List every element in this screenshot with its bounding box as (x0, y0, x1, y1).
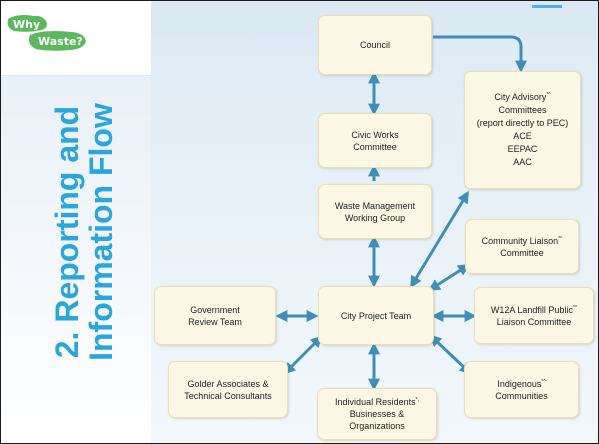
node-community-line2: Committee (500, 247, 544, 258)
node-golder-line2: Technical Consultants (184, 390, 272, 401)
node-community-footnote: *^ (558, 235, 563, 242)
node-waste-management-working-group: Waste Management Working Group (318, 184, 432, 239)
node-advisory-line3: (report directly to PEC) (476, 118, 569, 128)
accent-bar (532, 5, 562, 8)
node-government-review-team: Government Review Team (154, 286, 276, 345)
node-civic-works-line1: Civic Works (351, 129, 399, 140)
node-indigenous-communities: Indigenous*^ Communities (464, 361, 579, 418)
node-indigenous-footnote: *^ (541, 378, 546, 385)
edge-council-advisory (433, 35, 527, 73)
node-city-project-label: City Project Team (340, 310, 412, 321)
node-gov-review-line1: Government (190, 304, 240, 315)
node-advisory-aac: AAC (513, 157, 532, 167)
node-waste-mgmt-line2: Working Group (344, 212, 406, 223)
node-waste-mgmt-line1: Waste Management (334, 200, 416, 211)
node-individual-line1: Individual Residents*, (335, 397, 419, 407)
node-city-project-team: City Project Team (318, 286, 434, 345)
node-community-line1: Community Liaison*^ (481, 235, 563, 246)
why-waste-logo: Why Waste? (7, 15, 86, 51)
node-individual-residents: Individual Residents*, Businesses & Orga… (317, 388, 437, 440)
node-w12a-line2: Liaison Committee (496, 316, 572, 327)
node-council: Council (318, 15, 432, 75)
node-golder-line1: Golder Associates & (187, 378, 269, 389)
node-w12a-landfill-liaison: W12A Landfill Public*^ Liaison Committee (474, 287, 594, 344)
node-advisory-line1: City Advisory*^ (494, 92, 551, 102)
logo-swoosh-icon (47, 22, 61, 28)
edge-project-advisory (410, 190, 469, 289)
node-council-label: Council (359, 40, 390, 50)
node-w12a-footnote: *^ (572, 304, 578, 311)
edge-project-golder (283, 335, 323, 375)
node-gov-review-line2: Review Team (188, 316, 242, 327)
node-city-advisory-committees: City Advisory*^ Committees (report direc… (464, 71, 581, 189)
node-individual-line3: Organizations (349, 421, 405, 431)
node-w12a-line1: W12A Landfill Public*^ (490, 304, 578, 315)
node-community-liaison-committee: Community Liaison*^ Committee (465, 219, 579, 274)
edge-project-community (427, 264, 471, 291)
node-individual-footnote: *, (415, 397, 419, 403)
node-advisory-line2: Committees (498, 105, 547, 115)
logo-line1: Why (13, 18, 40, 31)
edge-project-indigenous (429, 334, 472, 375)
node-advisory-ace: ACE (513, 131, 532, 141)
node-individual-line2: Businesses & (349, 409, 405, 419)
logo-line2: Waste? (38, 35, 83, 48)
node-civic-works-line2: Committee (353, 141, 397, 152)
logo-band: Why Waste? (1, 1, 151, 76)
node-advisory-footnote: *^ (546, 92, 551, 98)
node-golder-associates: Golder Associates & Technical Consultant… (168, 361, 288, 418)
node-civic-works-committee: Civic Works Committee (318, 113, 432, 168)
node-indigenous-line1: Indigenous*^ (497, 378, 546, 389)
node-advisory-eepac: EEPAC (507, 144, 538, 154)
node-indigenous-line2: Communities (495, 390, 548, 401)
title-sidebar: Why Waste? 2. Reporting and Information … (1, 1, 151, 443)
